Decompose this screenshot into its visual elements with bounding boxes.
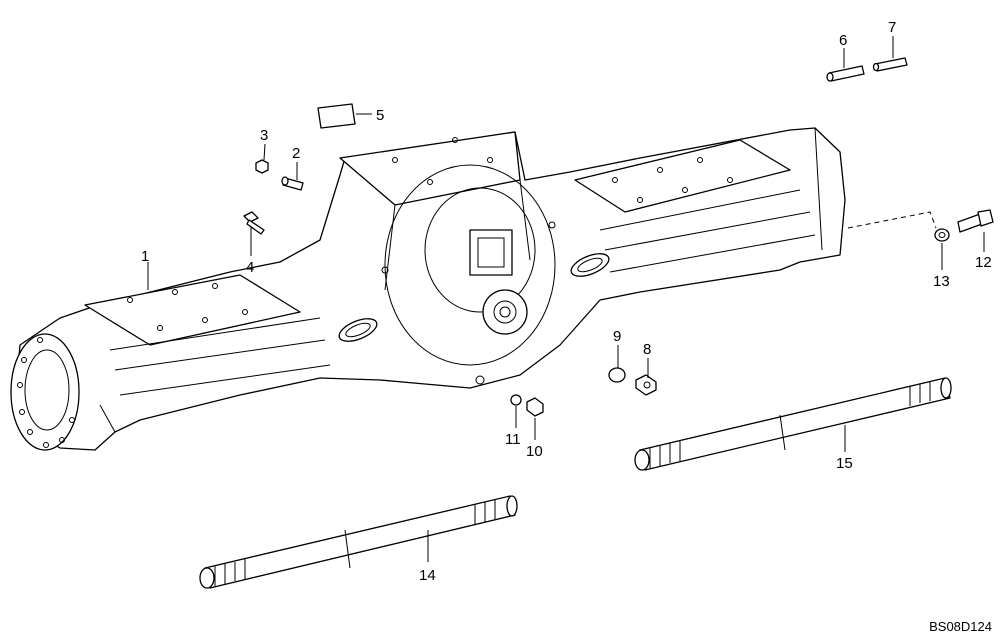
callout-6: 6	[839, 32, 847, 49]
axle-shaft-short	[199, 495, 518, 589]
callout-10: 10	[526, 443, 543, 460]
axle-shaft-long	[634, 377, 952, 471]
callout-13: 13	[933, 273, 950, 290]
callout-14: 14	[419, 567, 436, 584]
callout-11: 11	[505, 431, 521, 448]
breather-bolt	[243, 211, 265, 235]
pin	[281, 176, 304, 191]
callout-4: 4	[246, 259, 254, 276]
drawing-code: BS08D124	[929, 619, 992, 634]
callout-12: 12	[975, 254, 992, 271]
washer	[934, 228, 950, 242]
callout-8: 8	[643, 341, 651, 358]
dowel-pin-a	[826, 65, 865, 82]
callout-1: 1	[141, 248, 149, 265]
callout-5: 5	[376, 107, 384, 124]
filler-plug	[526, 397, 544, 417]
leader-lines	[147, 36, 985, 562]
callout-15: 15	[836, 455, 853, 472]
o-ring	[608, 367, 626, 383]
mounting-bolt	[957, 209, 994, 233]
dowel-pin-b	[872, 57, 908, 72]
callout-2: 2	[292, 145, 300, 162]
callout-3: 3	[260, 127, 268, 144]
small-o-ring	[510, 394, 522, 406]
assembly-dashed-line	[847, 211, 937, 229]
callout-7: 7	[888, 19, 896, 36]
nut	[255, 159, 269, 174]
axle-housing	[10, 127, 846, 451]
plate	[317, 103, 356, 129]
drain-plug	[635, 374, 657, 396]
callout-9: 9	[613, 328, 621, 345]
